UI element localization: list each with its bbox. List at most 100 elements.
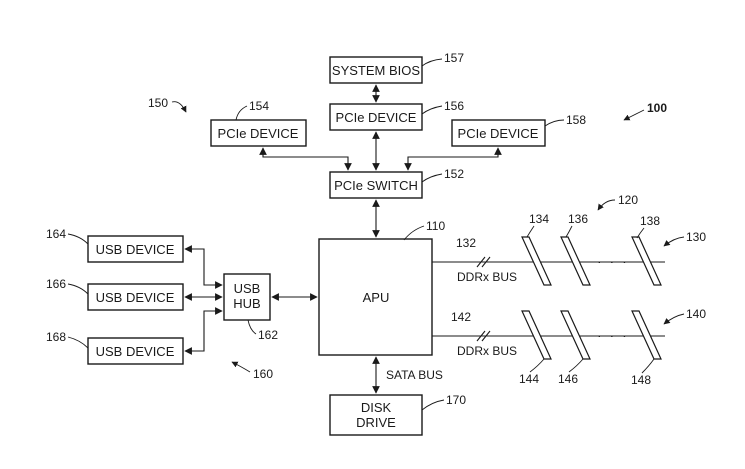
disk-drive-label-line2: DRIVE <box>356 415 396 430</box>
pcie-switch-ref: 152 <box>444 167 464 181</box>
pcie-device-156-leader <box>421 105 443 115</box>
dimm-148-ref: 148 <box>631 373 651 387</box>
pcie-device-154-box <box>210 119 307 147</box>
dimm-148 <box>631 310 662 360</box>
dimm-134-ref: 134 <box>529 212 549 226</box>
usb-device-164-box <box>87 235 184 263</box>
group-160-ref: 160 <box>253 367 273 381</box>
dimm-138 <box>631 236 662 286</box>
pcie-device-154-leader <box>235 105 248 121</box>
group-120-ref: 120 <box>618 193 638 207</box>
usb-device-166-label: USB DEVICE <box>96 290 175 305</box>
memory-channel-130: · · · 134 136 138 130 <box>521 212 706 286</box>
usb-hub-box <box>223 273 271 321</box>
ddr-bus-bottom-slash-1 <box>476 330 486 342</box>
dimm-136-ref: 136 <box>568 212 588 226</box>
group-150-arrow <box>171 101 187 113</box>
usb-hub-ref: 162 <box>258 328 278 342</box>
apu-leader <box>403 225 425 241</box>
usb-device-164-to-hub-link <box>184 245 223 289</box>
system-bios-leader <box>421 58 443 67</box>
usb-device-168-ref: 168 <box>46 330 66 344</box>
usb-device-168-box <box>87 337 184 365</box>
usb-device-164-block: USB DEVICE 164 <box>46 227 184 263</box>
pcie-device-158-to-switch-link <box>404 147 502 171</box>
apu-ref: 110 <box>426 219 445 233</box>
group-120-arrow <box>597 199 616 211</box>
pcie-switch-block: PCIe SWITCH 152 <box>329 167 464 199</box>
ddr-bus-top: 132 DDRx BUS <box>432 236 665 284</box>
ddr-bus-top-label: DDRx BUS <box>457 270 517 284</box>
disk-drive-box <box>329 394 423 436</box>
dimm-146-leader <box>568 358 584 373</box>
ddr-bus-top-slash-2 <box>481 256 491 268</box>
pcie-device-154-label: PCIe DEVICE <box>218 126 299 141</box>
dimm-144-ref: 144 <box>519 372 539 386</box>
pcie-device-156-ref: 156 <box>444 99 464 113</box>
usb-device-164-label: USB DEVICE <box>96 242 175 257</box>
usb-device-166-block: USB DEVICE 166 <box>46 277 184 311</box>
usb-device-166-ref: 166 <box>46 277 66 291</box>
figure-ref-100: 100 <box>623 101 667 121</box>
memory-channel-130-ref: 130 <box>686 230 706 244</box>
usb-device-168-block: USB DEVICE 168 <box>46 330 184 365</box>
ddr-bus-bottom-ref: 142 <box>451 310 471 324</box>
group-label-150: 150 <box>148 96 187 113</box>
usb-hub-label-line1: USB <box>234 281 261 296</box>
dimm-144 <box>521 310 552 360</box>
usb-device-168-leader <box>67 336 89 349</box>
system-bios-ref: 157 <box>444 51 464 65</box>
disk-drive-leader <box>421 399 445 411</box>
dimm-146 <box>560 310 591 360</box>
disk-drive-block: DISK DRIVE 170 <box>329 393 466 436</box>
pcie-device-158-ref: 158 <box>566 113 586 127</box>
usb-device-166-leader <box>67 283 89 295</box>
pcie-device-156-label: PCIe DEVICE <box>336 110 417 125</box>
apu-box <box>318 238 433 356</box>
pcie-device-158-block: PCIe DEVICE 158 <box>451 113 586 147</box>
system-bios-label: SYSTEM BIOS <box>332 63 420 78</box>
system-bios-block: SYSTEM BIOS 157 <box>329 51 464 84</box>
dimm-138-ref: 138 <box>640 214 660 228</box>
group-label-120: 120 <box>597 193 638 211</box>
usb-device-168-label: USB DEVICE <box>96 344 175 359</box>
memory-channel-130-arrow <box>663 236 685 247</box>
ddr-bus-bottom-label: DDRx BUS <box>457 344 517 358</box>
apu-block: APU 110 <box>318 219 445 356</box>
usb-hub-block: USB HUB 162 <box>223 273 278 342</box>
group-160-arrow <box>231 361 251 373</box>
group-150-ref: 150 <box>148 96 168 110</box>
dimm-ellipsis-bottom: · · · <box>597 327 629 343</box>
pcie-switch-label: PCIe SWITCH <box>334 178 418 193</box>
dimm-148-leader <box>641 358 655 374</box>
disk-drive-label-line1: DISK <box>361 400 392 415</box>
usb-device-168-to-hub-link <box>184 307 223 355</box>
pcie-device-156-block: PCIe DEVICE 156 <box>329 99 464 131</box>
pcie-device-154-ref: 154 <box>249 99 269 113</box>
ddr-bus-bottom: 142 DDRx BUS <box>432 310 665 358</box>
pcie-device-158-label: PCIe DEVICE <box>458 126 539 141</box>
dimm-144-leader <box>529 358 545 373</box>
usb-hub-leader <box>247 319 257 335</box>
dimm-ellipsis-top: · · · <box>597 253 629 269</box>
memory-channel-140-ref: 140 <box>686 307 706 321</box>
dimm-146-ref: 146 <box>558 372 578 386</box>
usb-hub-label-line2: HUB <box>233 296 260 311</box>
group-label-160: 160 <box>231 361 273 381</box>
dimm-134-leader <box>526 225 535 238</box>
pcie-device-158-leader <box>544 119 565 127</box>
pcie-switch-leader <box>421 173 443 183</box>
ddr-bus-bottom-slash-2 <box>481 330 491 342</box>
pcie-device-156-box <box>329 103 423 131</box>
ddr-bus-top-ref: 132 <box>456 236 476 250</box>
figure-ref-label: 100 <box>647 101 667 115</box>
usb-device-166-box <box>87 283 184 311</box>
figure-ref-arrow <box>623 109 645 121</box>
pcie-device-154-block: PCIe DEVICE 154 <box>210 99 307 147</box>
sata-bus-label: SATA BUS <box>386 368 443 382</box>
dimm-138-leader <box>636 227 645 239</box>
system-bios-box <box>329 56 423 84</box>
dimm-136-leader <box>565 225 573 238</box>
dimm-136 <box>560 236 591 286</box>
